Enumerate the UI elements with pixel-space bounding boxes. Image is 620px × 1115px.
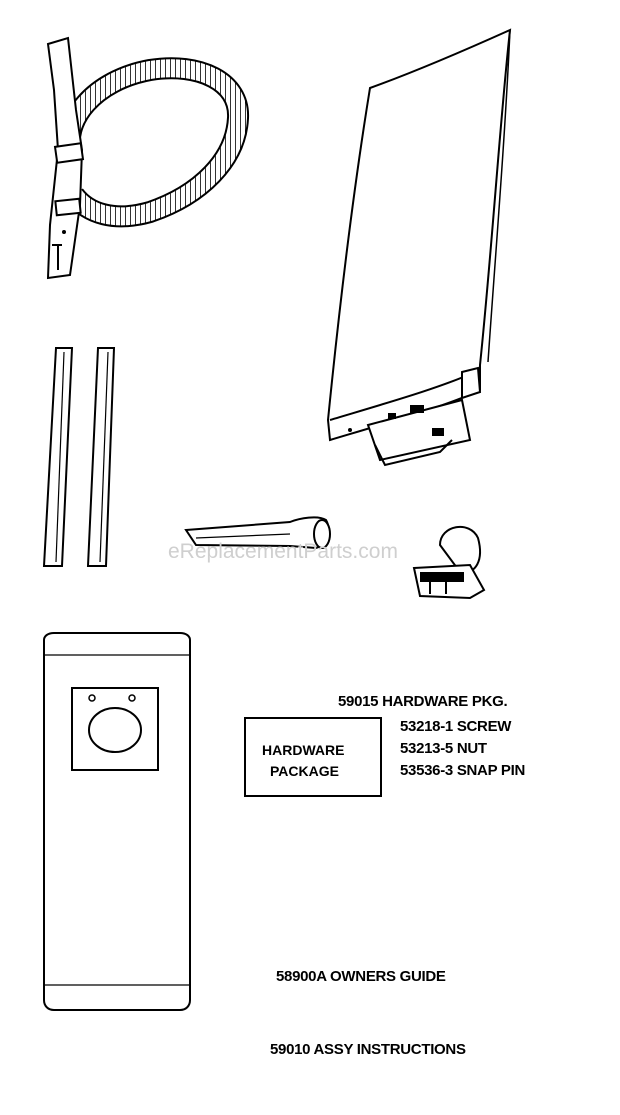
part-label-snap-pin: 53536-3 SNAP PIN bbox=[400, 762, 525, 779]
part-label-nut: 53213-5 NUT bbox=[400, 740, 487, 757]
watermark: eReplacementParts.com bbox=[168, 540, 398, 563]
part-label-screw: 53218-1 SCREW bbox=[400, 718, 512, 735]
part-label-owners-guide: 58900A OWNERS GUIDE bbox=[276, 968, 446, 985]
hardware-box-line2: PACKAGE bbox=[270, 763, 339, 779]
part-label-hardware-pkg: 59015 HARDWARE PKG. bbox=[338, 693, 508, 710]
part-label-assy-instructions: 59010 ASSY INSTRUCTIONS bbox=[270, 1041, 466, 1058]
adapter-fitting-illustration bbox=[412, 525, 486, 600]
extension-wands-illustration bbox=[42, 347, 116, 567]
hose-illustration bbox=[46, 36, 249, 280]
hardware-package-box bbox=[244, 717, 382, 797]
crevice-tool-illustration bbox=[184, 516, 331, 550]
hardware-box-line1: HARDWARE bbox=[262, 742, 345, 758]
filter-bag-illustration bbox=[43, 632, 191, 1011]
dust-bag-illustration bbox=[326, 28, 512, 467]
